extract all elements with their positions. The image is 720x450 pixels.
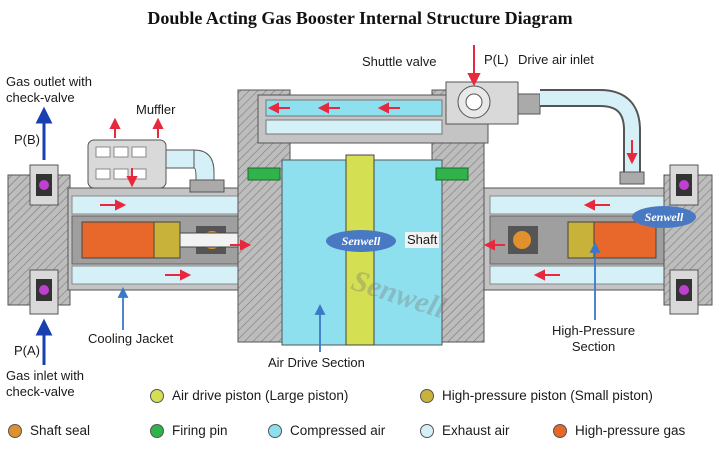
air-drive-section-label: Air Drive Section	[268, 355, 365, 370]
drive-air-channel	[265, 99, 443, 117]
pointer-lines	[117, 241, 601, 352]
legend-high-pressure-gas: High-pressure gas	[553, 423, 685, 438]
senwell-logo-center: Senwell	[326, 230, 396, 252]
muffler	[87, 139, 225, 193]
senwell-logo-right: Senwell	[632, 206, 696, 228]
p-b-label: P(B)	[14, 132, 40, 147]
legend-swatch	[553, 423, 567, 438]
left-cooling-jacket-bottom	[71, 265, 248, 285]
right-cooling-jacket-bottom	[489, 265, 666, 285]
gas-flow-arrows	[35, 106, 53, 365]
p-a-label: P(A)	[14, 343, 40, 358]
p-l-label: P(L)	[484, 52, 509, 67]
legend-shaft-seal: Shaft seal	[8, 423, 90, 438]
gas-outlet-label: Gas outlet with check-valve	[6, 74, 92, 105]
left-hp-piston	[153, 221, 181, 259]
gas-inlet-label: Gas inlet with check-valve	[6, 368, 85, 399]
right-hp-piston	[567, 221, 595, 259]
shuttle-valve	[445, 81, 541, 125]
legend-swatch	[8, 423, 22, 438]
high-pressure-section-label: High-Pressure Section	[552, 323, 636, 354]
drive-air-inlet-label: Drive air inlet	[518, 52, 594, 67]
flow-arrows	[100, 45, 638, 281]
muffler-label: Muffler	[136, 102, 176, 117]
cooling-jacket-label: Cooling Jacket	[88, 331, 174, 346]
exhaust-air-channel	[265, 119, 443, 135]
legend-compressed-air: Compressed air	[268, 423, 385, 438]
legend-exhaust-air: Exhaust air	[420, 423, 510, 438]
legend-swatch	[150, 423, 164, 438]
legend-swatch	[420, 423, 434, 438]
right-end-cap	[663, 164, 713, 315]
legend-swatch	[268, 423, 282, 438]
left-hp-gas	[81, 221, 155, 259]
right-shaft-seal	[508, 226, 538, 254]
legend-firing-pin: Firing pin	[150, 423, 228, 438]
left-cooling-jacket-top	[71, 195, 248, 215]
outlet-check-valve	[36, 174, 52, 196]
legend-high-pressure-piston: High-pressure piston (Small piston)	[420, 388, 653, 403]
firing-pin-right	[435, 167, 469, 181]
firing-pin-left	[247, 167, 281, 181]
legend-swatch	[420, 388, 434, 403]
drive-air-pipe	[540, 89, 645, 185]
inlet-check-valve	[36, 279, 52, 301]
shaft-label: Shaft	[405, 232, 440, 248]
shuttle-valve-label: Shuttle valve	[362, 54, 437, 69]
legend-air-drive-piston: Air drive piston (Large piston)	[150, 388, 348, 403]
right-hp-gas	[593, 221, 657, 259]
legend-swatch	[150, 388, 164, 403]
diagram-title: Double Acting Gas Booster Internal Struc…	[147, 8, 573, 28]
